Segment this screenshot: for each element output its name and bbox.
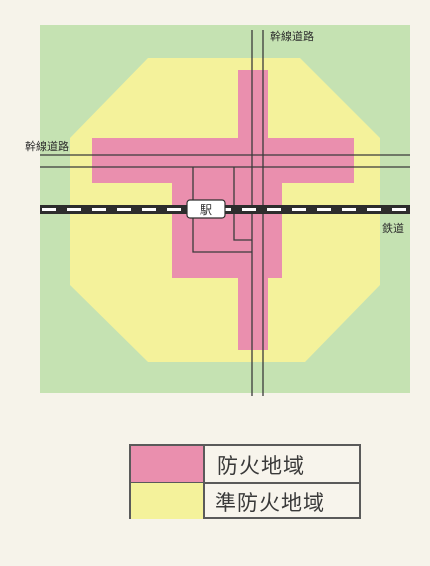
legend: 防火地域 準防火地域 xyxy=(129,444,361,519)
arterial-road-label-top: 幹線道路 xyxy=(270,29,314,43)
railway-label: 鉄道 xyxy=(382,221,404,235)
station-label: 駅 xyxy=(200,203,212,217)
station: 駅 xyxy=(186,199,226,219)
arterial-road-label-left: 幹線道路 xyxy=(25,139,69,153)
quasi-fire-prevention-swatch xyxy=(131,483,205,519)
local-road-west xyxy=(192,167,252,253)
local-road-east xyxy=(233,167,252,241)
fire-prevention-swatch xyxy=(131,446,205,482)
roads xyxy=(40,30,410,396)
quasi-fire-prevention-label: 準防火地域 xyxy=(215,491,325,515)
legend-row-quasi-fire-prevention: 準防火地域 xyxy=(131,483,359,519)
legend-row-fire-prevention: 防火地域 xyxy=(131,446,359,484)
fire-prevention-label: 防火地域 xyxy=(217,454,305,478)
